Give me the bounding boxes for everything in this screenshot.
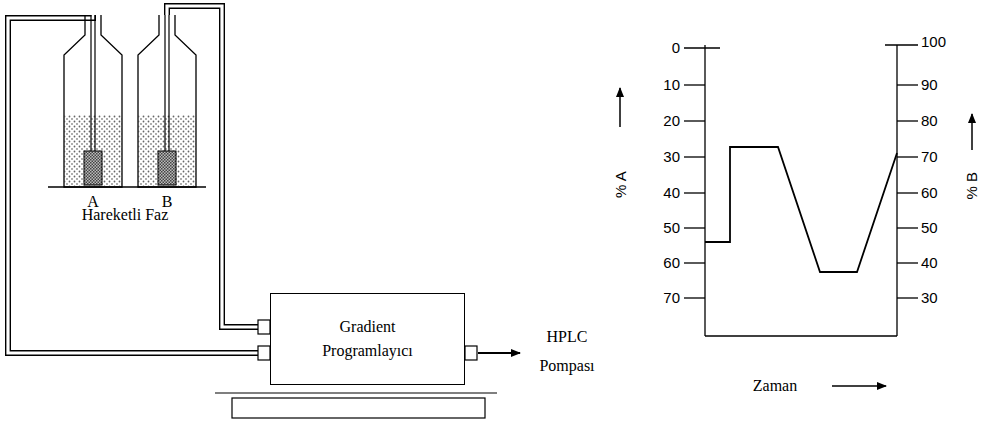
tick-label: 70 [663,289,680,306]
tick-label: 40 [663,184,680,201]
axis-arrow [971,114,973,150]
tick-label: 20 [663,112,680,129]
gradient-profile [705,147,897,272]
tick-label: 80 [921,112,938,129]
solvent-bottle: B [137,15,197,211]
tick-label: 50 [921,219,938,236]
gradient-programmer-box: Gradient Programlayıcı [270,293,465,385]
base-plate [232,398,485,418]
solvent-bottle: A [63,15,123,211]
tick-label: 90 [921,76,938,93]
tick-label: 70 [921,148,938,165]
base-line [215,392,497,393]
caption-label: Hareketli Faz [82,206,169,224]
caption-label: HPLC Pompası [519,323,615,381]
output-arrow [478,352,520,354]
bottle-outline [63,15,123,211]
inlet-port [258,320,270,334]
outlet-port [465,346,477,360]
tick-label: 10 [663,76,680,93]
box-label: Gradient Programlayıcı [298,315,438,363]
tick-label: 100 [921,33,946,50]
axis-title: % B [963,172,980,200]
chart-axes [684,45,918,336]
bottle-outline [137,15,197,211]
inlet-port [258,346,270,360]
tick-label: 30 [921,289,938,306]
caption-label: Zaman [753,377,797,395]
axis-title: % A [611,172,628,199]
tick-label: 40 [921,254,938,271]
tick-label: 60 [921,184,938,201]
tick-label: 0 [672,39,680,56]
tick-label: 30 [663,148,680,165]
tick-label: 60 [663,254,680,271]
solvent-tube [8,15,270,353]
axis-arrow [619,88,621,127]
axis-arrow [832,385,886,387]
tick-label: 50 [663,219,680,236]
